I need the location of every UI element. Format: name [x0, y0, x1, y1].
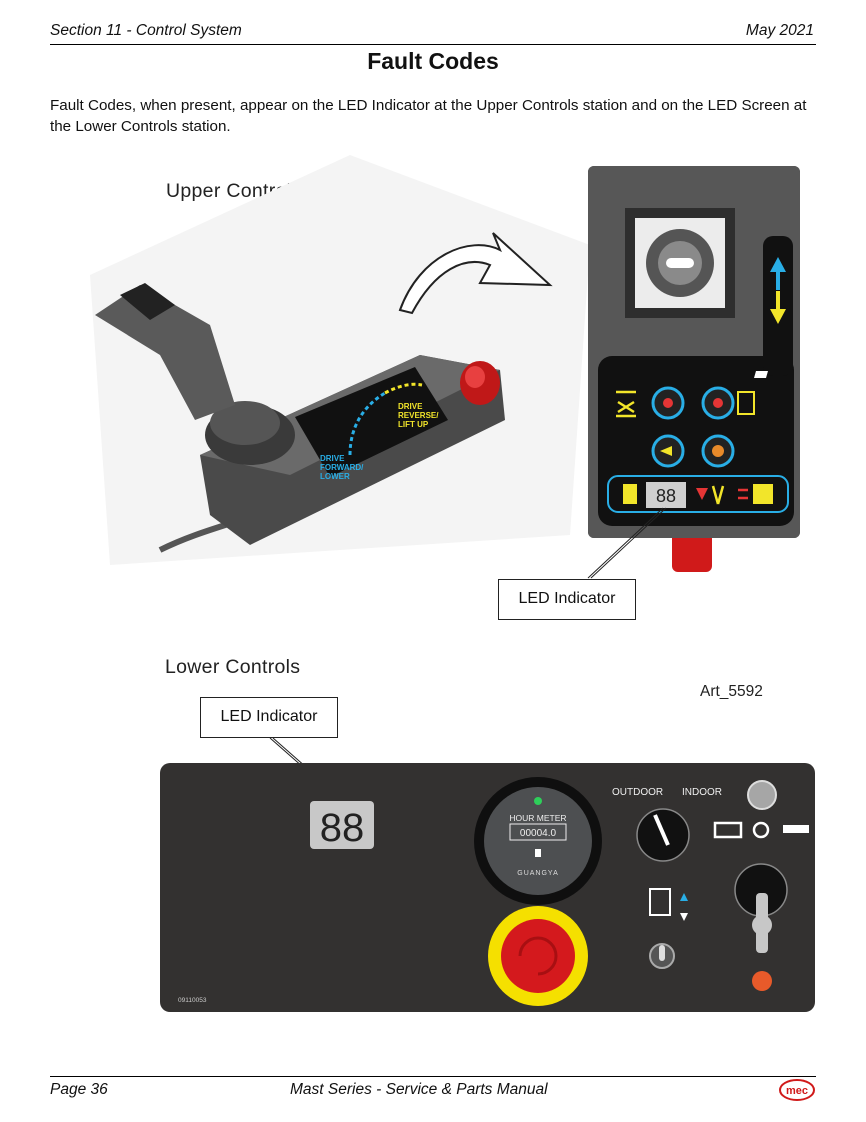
down-arrow-icon: [770, 291, 786, 324]
pointer-arrow: [398, 232, 553, 315]
lift-icon: [616, 390, 636, 418]
panel-code: 09110053: [178, 997, 207, 1004]
lower-led-digits: 88: [320, 806, 365, 850]
lower-controls-label: Lower Controls: [165, 656, 301, 678]
decal-text-reverse-1: DRIVE: [398, 402, 423, 411]
upper-led-indicator: [646, 482, 686, 508]
lower-led-callout: LED Indicator: [200, 697, 338, 738]
lift-up-arrow-icon: [680, 893, 688, 901]
indoor-label: INDOOR: [682, 787, 722, 798]
logo-text: mec: [786, 1085, 808, 1097]
hour-meter-brand: GUANGYA: [517, 870, 559, 877]
beacon-icon: [712, 445, 724, 457]
header-date: May 2021: [745, 22, 814, 39]
indicator-lamp: [747, 780, 777, 810]
footer-manual-title: Mast Series - Service & Parts Manual: [290, 1081, 548, 1098]
platform-icon: [753, 484, 773, 504]
horn-icon: [660, 446, 672, 456]
mec-logo: mec: [779, 1079, 815, 1101]
decal-text-forward-3: LOWER: [320, 472, 350, 481]
upper-emergency-stop: [672, 538, 712, 572]
lower-down-arrow-icon: [680, 913, 688, 921]
decal-text-reverse-2: REVERSE/: [398, 411, 439, 420]
fault-triangle-icon: [696, 488, 708, 500]
header-divider: [50, 44, 816, 45]
joystick-decal: [295, 367, 448, 477]
up-arrow-icon: [770, 257, 786, 290]
platform-mode-icon: [713, 821, 743, 839]
lower-led-indicator: [310, 801, 374, 849]
joystick-handle: [95, 285, 235, 420]
off-icon: [752, 821, 770, 839]
joystick-illustration: DRIVE REVERSE/ LIFT UP DRIVE FORWARD/ LO…: [90, 155, 590, 565]
outdoor-label: OUTDOOR: [612, 787, 663, 798]
upper-led-digits: 88: [656, 486, 676, 506]
intro-paragraph: Fault Codes, when present, appear on the…: [50, 97, 807, 135]
decal-text-forward-1: DRIVE: [320, 454, 345, 463]
hour-meter-led: [534, 797, 542, 805]
lower-control-panel: 88 HOUR METER 00004.0 GUANGYA OUTDOOR IN…: [160, 763, 815, 1012]
header-section: Section 11 - Control System: [50, 22, 242, 39]
base-mode-icon: [783, 825, 809, 833]
tilt-alarm-icon: [711, 485, 725, 505]
footer-page: Page 36: [50, 1081, 108, 1098]
hourglass-icon: [535, 849, 541, 857]
rotate-release-icon: [518, 936, 558, 976]
lower-emergency-stop-button[interactable]: [501, 919, 575, 993]
decal-text-reverse-3: LIFT UP: [398, 420, 429, 429]
page-title: Fault Codes: [367, 48, 499, 74]
mast-icon: [649, 888, 671, 916]
art-number: Art_5592: [700, 683, 763, 700]
key-fob: [752, 971, 772, 991]
upper-control-panel: 88: [588, 166, 800, 538]
tray-icon: [623, 484, 637, 504]
drive-lift-icon: [737, 391, 755, 415]
decal-text-forward-2: FORWARD/: [320, 463, 364, 472]
hour-meter-label: HOUR METER: [509, 813, 566, 823]
hour-meter-reading: 00004.0: [520, 828, 557, 839]
tilt-icon: [754, 371, 768, 378]
upper-led-callout: LED Indicator: [498, 579, 636, 620]
footer-divider: [50, 1076, 816, 1077]
upper-callout-leader: [587, 507, 667, 579]
overload-icon: [738, 488, 748, 500]
